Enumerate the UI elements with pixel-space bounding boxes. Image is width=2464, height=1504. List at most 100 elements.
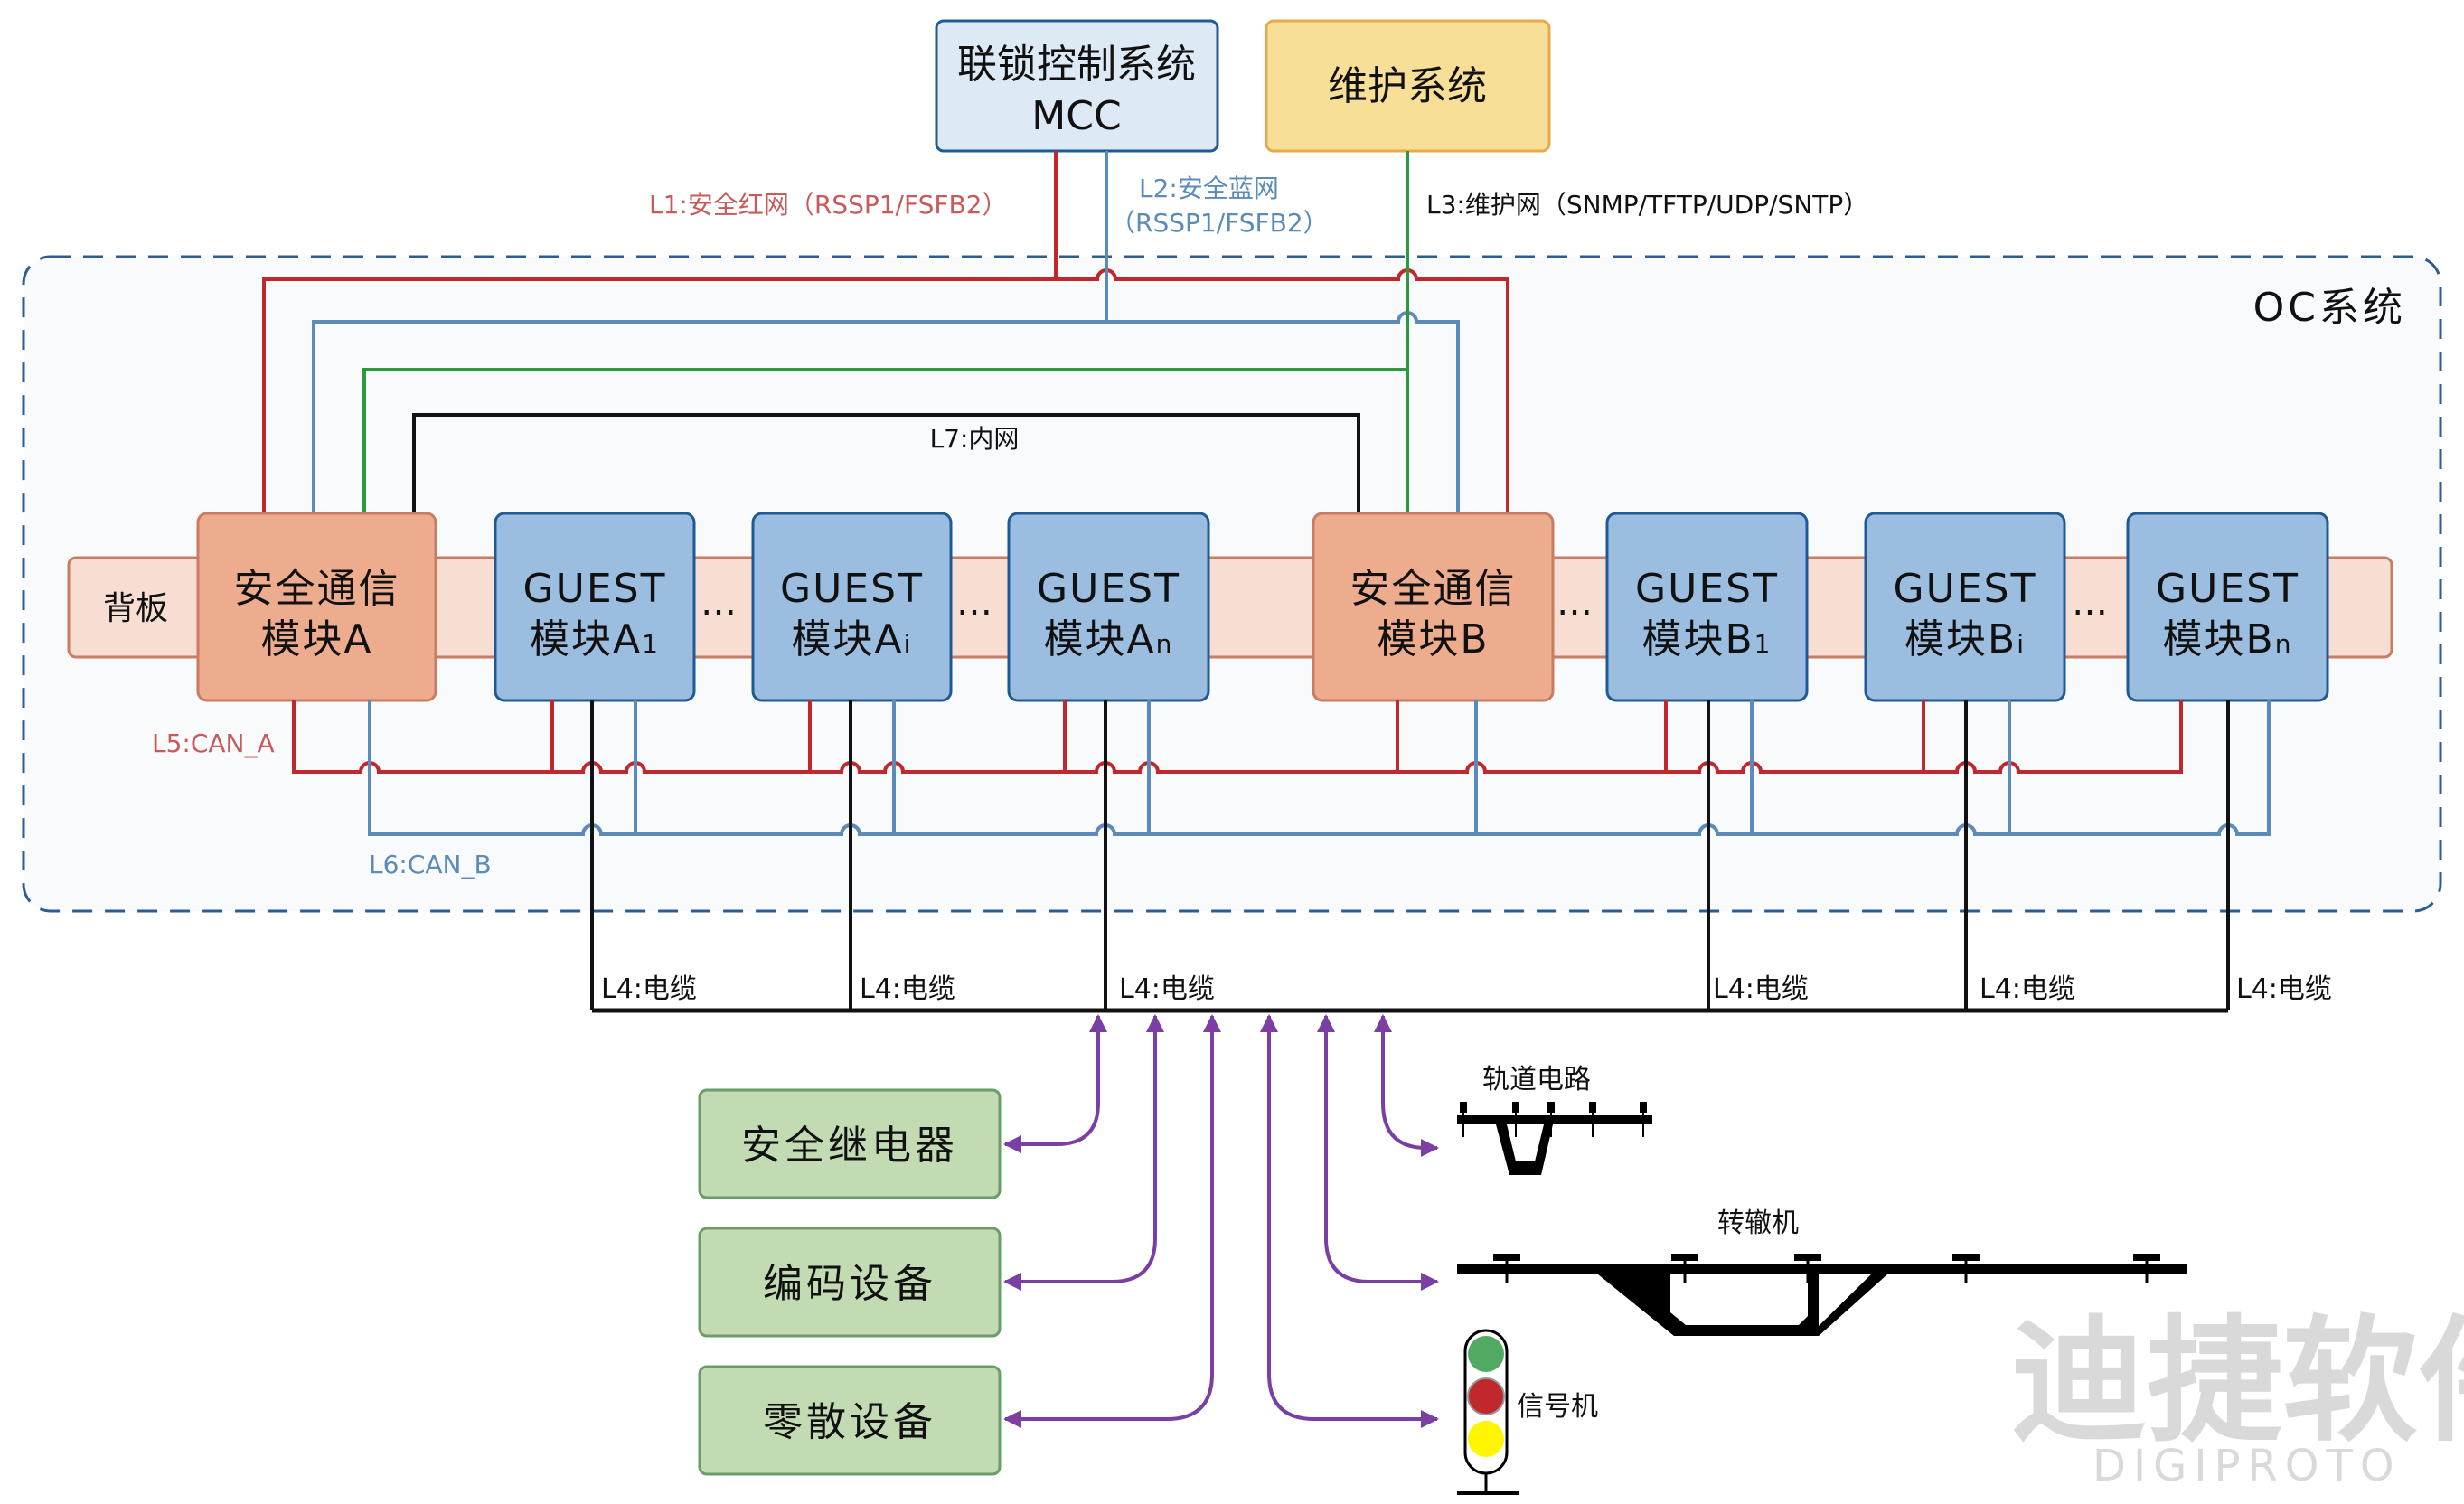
l3-label: L3:维护网（SNMP/TFTP/UDP/SNTP） [1426, 190, 1868, 220]
field-device-label: 安全继电器 [741, 1123, 958, 1169]
oc-system-label: OC系统 [2253, 285, 2406, 331]
signal-label: 信号机 [1517, 1391, 1598, 1423]
field-device-safety-relay[interactable]: 安全继电器 [698, 1088, 1002, 1199]
l4-label: L4:电缆 [860, 973, 955, 1005]
module-body [1007, 512, 1210, 702]
switch-machine-label: 转辙机 [1717, 1208, 1799, 1239]
l4-label: L4:电缆 [1119, 973, 1215, 1005]
switch-machine-icon: 转辙机 [1457, 1208, 2187, 1336]
module-name-text: 模块A [792, 616, 904, 663]
backplane-label: 背板 [103, 590, 168, 627]
l4-label: L4:电缆 [601, 973, 697, 1005]
mcc-subtitle: MCC [1031, 93, 1121, 139]
l1-label: L1:安全红网（RSSP1/FSFB2） [649, 190, 1008, 220]
module-name-text: 模块A [1044, 616, 1156, 663]
l7-internal-network [412, 413, 1360, 513]
mcc-system-box[interactable]: 联锁控制系统 MCC [935, 19, 1219, 153]
module-name: 模块A1 [530, 616, 660, 663]
module-name: 模块B [1377, 616, 1489, 663]
module-title: GUEST [1037, 566, 1180, 612]
module-title: GUEST [1635, 566, 1779, 612]
io-links [1003, 1014, 1439, 1428]
module-index-subscript: i [904, 629, 913, 659]
ellipsis: … [1556, 582, 1593, 624]
l4-cable-bus [590, 700, 2230, 1013]
module-body [494, 512, 696, 702]
ellipsis: … [956, 582, 992, 624]
link-track-circuit [1374, 1014, 1439, 1157]
l4-labels: L4:电缆 L4:电缆 L4:电缆 L4:电缆 L4:电缆 L4:电缆 [601, 973, 2332, 1005]
track-circuit-icon: 轨道电路 [1457, 1064, 1652, 1175]
signal-red-lamp [1467, 1377, 1505, 1415]
module-name-text: 模块B [1377, 616, 1489, 663]
module-name-text: 模块B [1641, 616, 1754, 663]
modules: 安全通信模块AGUEST模块A1GUEST模块AiGUEST模块An安全通信模块… [196, 512, 2329, 702]
module-name-text: 模块A [260, 616, 372, 663]
link-discrete-equipment [1003, 1014, 1221, 1428]
link-coding-equipment [1003, 1014, 1164, 1291]
l5-can-a-bus [292, 700, 2183, 774]
link-safety-relay [1003, 1014, 1107, 1153]
module-ellipses: … … … … [701, 582, 2108, 624]
signal-green-lamp [1468, 1336, 1504, 1372]
module-name-text: 模块B [1904, 616, 2017, 663]
field-device-coding-equipment[interactable]: 编码设备 [698, 1227, 1002, 1338]
signal-yellow-lamp [1468, 1421, 1504, 1457]
l4-label: L4:电缆 [1713, 973, 1809, 1005]
l6-can-b-bus [368, 700, 2271, 836]
field-device-discrete-equipment[interactable]: 零散设备 [698, 1365, 1002, 1476]
watermark: 迪捷软件 DIGIPROTO [2011, 1303, 2464, 1491]
l1-red-network [262, 151, 1509, 513]
module-index-subscript: 1 [642, 629, 660, 659]
module-body [196, 512, 437, 702]
l2-label-line2: （RSSP1/FSFB2） [1110, 208, 1329, 238]
field-device-label: 零散设备 [763, 1399, 936, 1445]
field-device-label: 编码设备 [763, 1261, 936, 1307]
module-name: 模块B1 [1641, 616, 1772, 663]
module-index-subscript: n [1156, 629, 1174, 659]
l4-label: L4:电缆 [1980, 973, 2075, 1005]
module-name: 模块A [260, 616, 372, 663]
module-name: 模块Bn [2163, 616, 2293, 663]
ellipsis: … [2072, 582, 2108, 624]
watermark-cn: 迪捷软件 [2011, 1303, 2464, 1461]
module-name: 模块Ai [792, 616, 913, 663]
link-signal [1260, 1014, 1439, 1428]
track-circuit-label: 轨道电路 [1482, 1064, 1591, 1095]
module-title: 安全通信 [1350, 566, 1517, 612]
l4-label: L4:电缆 [2236, 973, 2332, 1005]
module-name-text: 模块B [2163, 616, 2275, 663]
module-index-subscript: i [2017, 629, 2026, 659]
signal-icon: 信号机 [1457, 1329, 1598, 1495]
module-name: 模块An [1044, 616, 1174, 663]
module-body [1312, 512, 1555, 702]
module-name-text: 模块A [530, 616, 642, 663]
module-index-subscript: 1 [1754, 629, 1773, 659]
link-switch-machine [1317, 1014, 1439, 1291]
module-title: 安全通信 [234, 566, 400, 612]
module-title: GUEST [1894, 566, 2037, 612]
l3-green-network [362, 151, 1409, 513]
maintenance-title: 维护系统 [1328, 63, 1487, 109]
mcc-title: 联锁控制系统 [957, 42, 1196, 88]
module-title: GUEST [780, 566, 924, 612]
module-title: GUEST [2156, 566, 2299, 612]
module-name: 模块Bi [1904, 616, 2026, 663]
module-title: GUEST [523, 566, 667, 612]
watermark-en: DIGIPROTO [2093, 1441, 2402, 1491]
l7-label: L7:内网 [930, 424, 1020, 454]
l2-label-line1: L2:安全蓝网 [1139, 174, 1279, 203]
ellipsis: … [701, 582, 737, 624]
maintenance-system-box[interactable]: 维护系统 [1265, 19, 1551, 153]
module-index-subscript: n [2275, 629, 2293, 659]
l5-label: L5:CAN_A [152, 728, 275, 758]
